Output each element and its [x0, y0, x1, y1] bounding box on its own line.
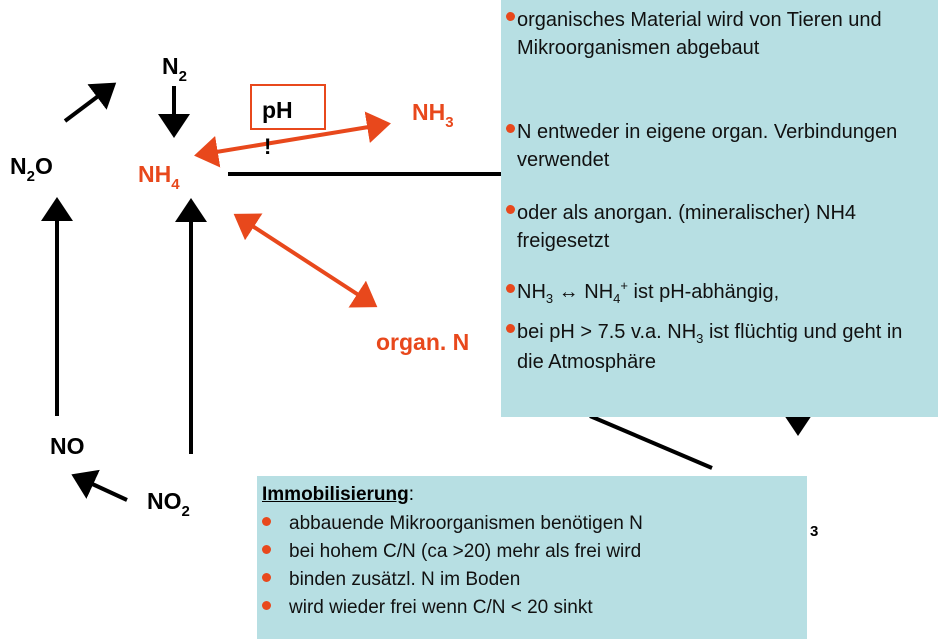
node-nh4: NH4: [138, 161, 180, 193]
node-no2: NO2: [147, 488, 190, 520]
node-n2: N2: [162, 53, 187, 85]
immobilisierung-title: Immobilisierung:: [262, 484, 415, 505]
node-n2o: N2O: [10, 153, 53, 185]
bullet-icon: [506, 205, 515, 214]
arrow-nh4-nh3: [194, 111, 391, 168]
ph-mark: !: [264, 134, 272, 159]
bullet-icon: [506, 124, 515, 133]
bullet-icon: [506, 12, 515, 21]
line-to-no3: [589, 414, 713, 470]
bullet-icon: [262, 601, 271, 610]
arrow-n2o-to-n2: [63, 82, 117, 123]
node-no3-fragment: 3: [810, 523, 819, 540]
bullet-icon: [262, 517, 271, 526]
bullet-icon: [506, 284, 515, 293]
bullet-icon: [506, 324, 515, 333]
arrow-nh4-organ-n: [233, 213, 378, 308]
info-box: organisches Material wird von Tieren und…: [501, 0, 938, 417]
node-organ-n: organ. N: [376, 329, 470, 355]
node-no: NO: [50, 433, 85, 459]
immobilisierung-box: Immobilisierung: abbauende Mikroorganism…: [257, 476, 807, 639]
bullet-icon: [262, 573, 271, 582]
bullet-icon: [262, 545, 271, 554]
arrow-no2-to-no: [71, 469, 128, 502]
ph-box: pH: [250, 84, 326, 130]
ph-label: pH: [262, 97, 293, 123]
node-nh3: NH3: [412, 99, 454, 131]
